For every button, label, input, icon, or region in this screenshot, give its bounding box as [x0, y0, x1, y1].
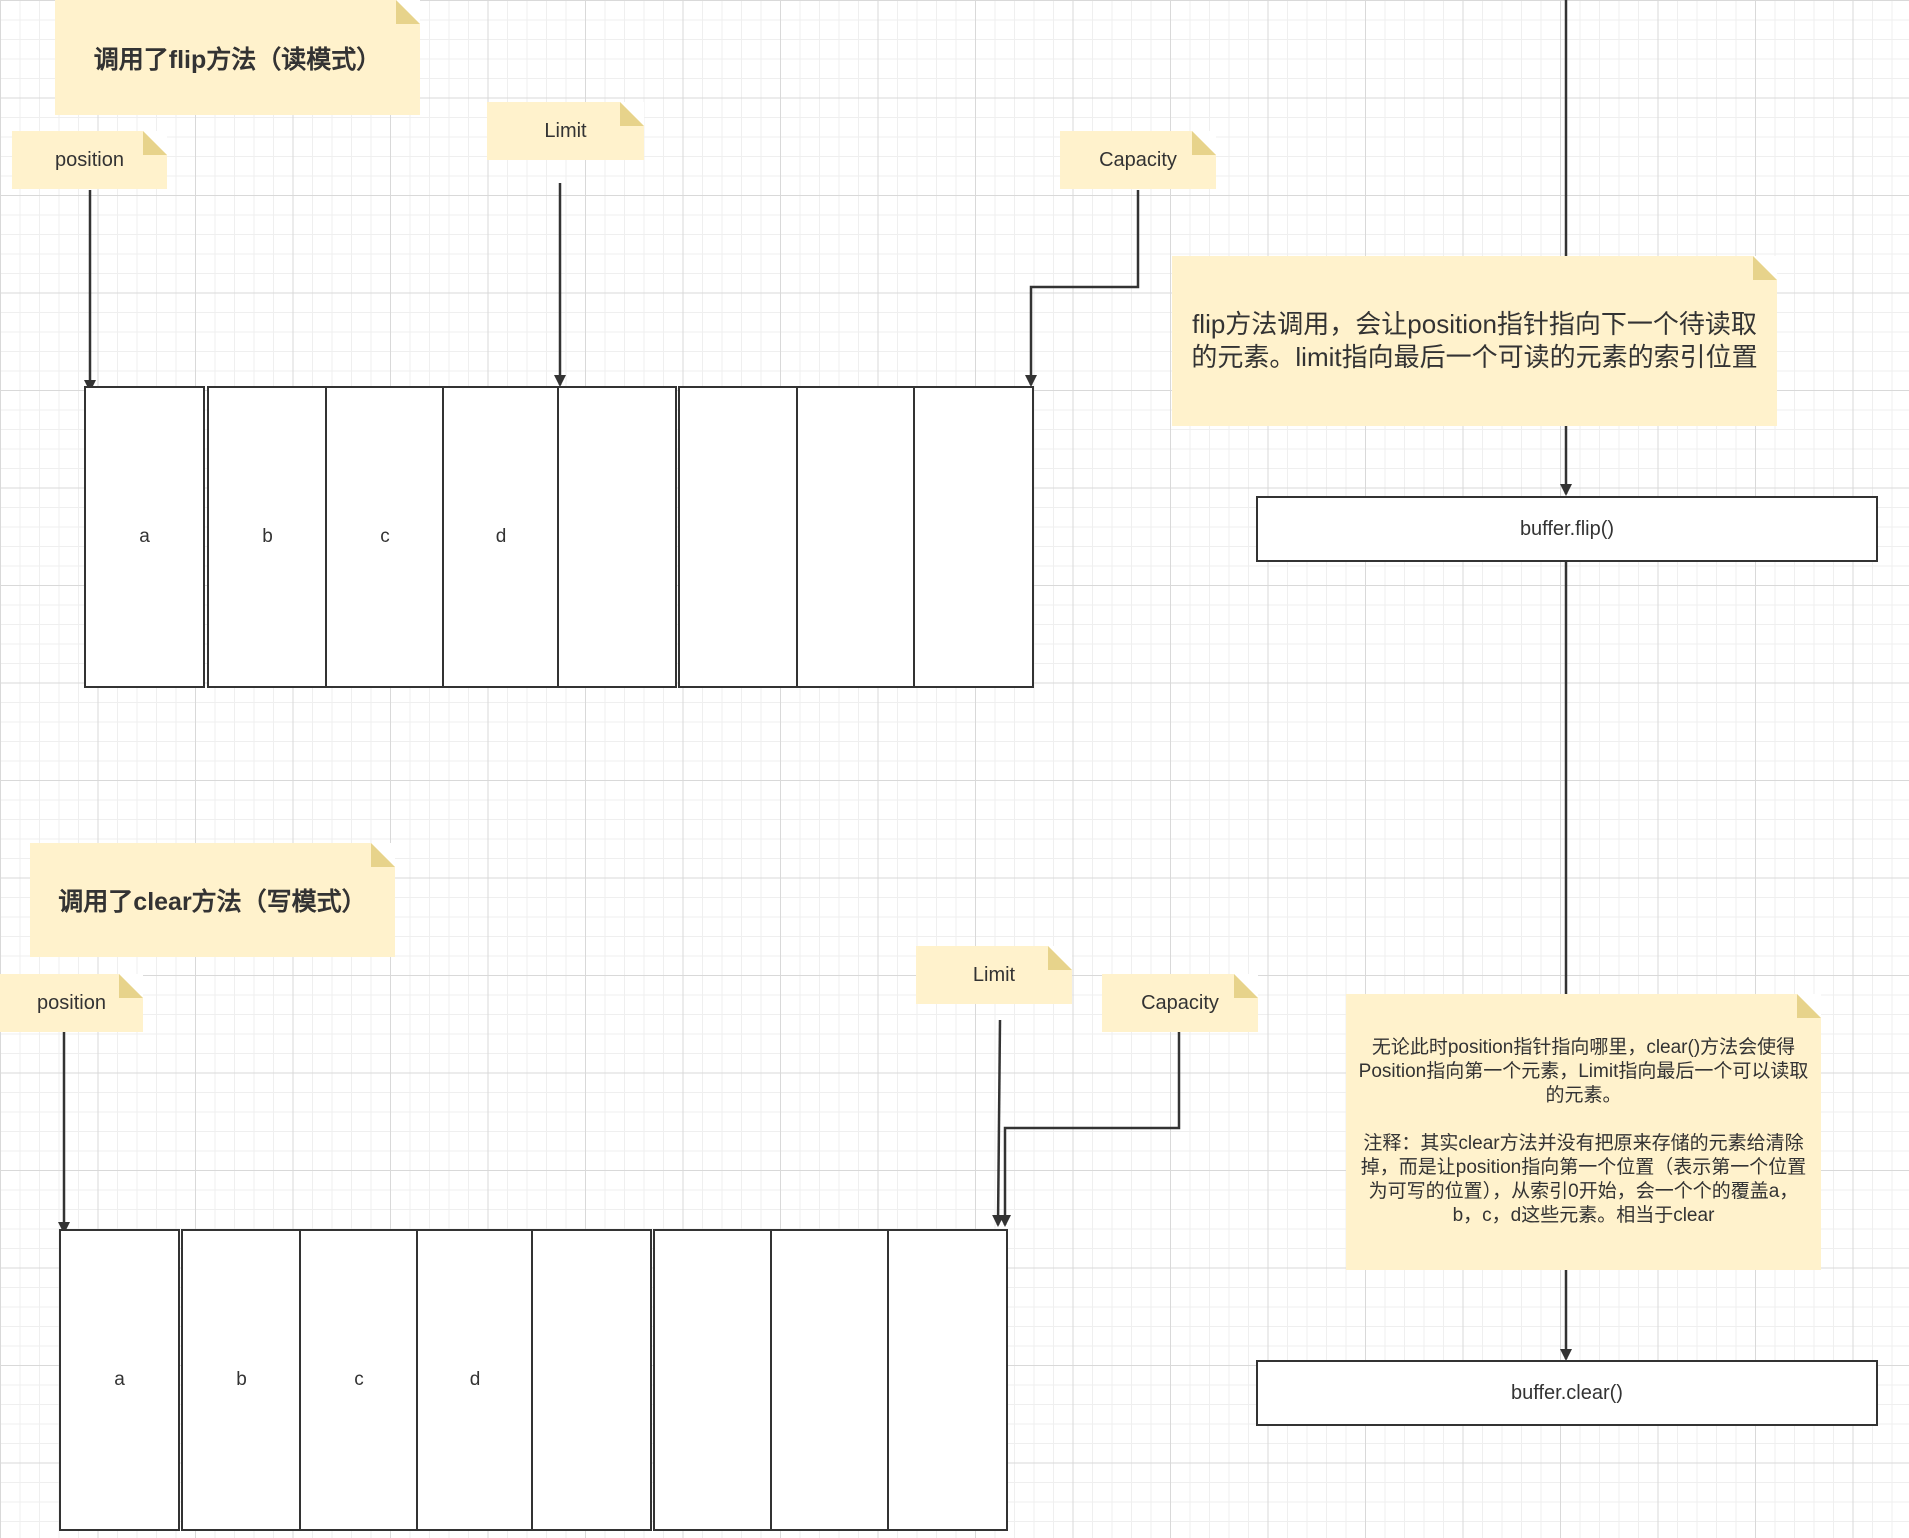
flip-buffer-cell	[913, 386, 1034, 688]
clear-buffer-cell	[531, 1229, 652, 1531]
flip-position-label-text: position	[55, 148, 124, 171]
clear-buffer-cell: c	[299, 1229, 419, 1531]
flip-buffer-cell: c	[325, 386, 445, 688]
buffer-clear-text: buffer.clear()	[1511, 1381, 1623, 1404]
cell-value: c	[354, 1369, 364, 1390]
flip-capacity-arrow	[1025, 190, 1140, 387]
flip-description-text: flip方法调用，会让position指针指向下一个待读取的元素。limit指向…	[1191, 309, 1758, 372]
clear-capacity-label: Capacity	[1102, 974, 1258, 1032]
cell-value: a	[114, 1369, 125, 1390]
cell-value: a	[139, 526, 150, 547]
clear-limit-label: Limit	[916, 946, 1072, 1004]
clear-limit-label-text: Limit	[972, 963, 1016, 986]
flip-buffer-cell: a	[84, 386, 205, 688]
clear-capacity-label-text: Capacity	[1141, 991, 1219, 1014]
flip-description-note: flip方法调用，会让position指针指向下一个待读取的元素。limit指向…	[1172, 256, 1777, 426]
buffer-flip-step: buffer.flip()	[1256, 496, 1878, 562]
clear-description-note: 无论此时position指针指向哪里，clear()方法会使得Position指…	[1346, 994, 1821, 1270]
cell-value: b	[262, 526, 273, 547]
clear-buffer-cell	[770, 1229, 890, 1531]
flip-buffer-cell: d	[442, 386, 560, 688]
flip-capacity-label-text: Capacity	[1099, 148, 1177, 171]
clear-position-label: position	[0, 974, 143, 1032]
clear-limit-arrow	[992, 1019, 1005, 1227]
flip-title-text: 调用了flip方法（读模式）	[93, 45, 382, 74]
clear-buffer-cell: d	[416, 1229, 534, 1531]
clear-buffer-cell	[653, 1229, 773, 1531]
clear-section-title: 调用了clear方法（写模式）	[30, 843, 395, 957]
clear-buffer-cell: b	[181, 1229, 302, 1531]
clear-buffer-cell: a	[59, 1229, 180, 1531]
cell-value: b	[236, 1369, 247, 1390]
clear-position-label-text: position	[37, 991, 106, 1014]
flip-capacity-label: Capacity	[1060, 131, 1216, 189]
flip-buffer-cell: b	[207, 386, 328, 688]
clear-buffer-cell	[887, 1229, 1008, 1531]
clear-title-text: 调用了clear方法（写模式）	[58, 888, 367, 916]
clear-description-line1: 无论此时position指针指向哪里，clear()方法会使得Position指…	[1358, 1037, 1809, 1106]
flip-buffer-cell	[557, 386, 677, 688]
clear-description-line2: 注释：其实clear方法并没有把原来存储的元素给清除掉，而是让position指…	[1360, 1133, 1807, 1226]
flip-limit-label-text: Limit	[544, 119, 587, 142]
flip-limit-label: Limit	[487, 102, 644, 160]
cell-value: d	[469, 1369, 481, 1390]
flip-position-label: position	[12, 131, 167, 189]
cell-value: c	[380, 526, 390, 547]
buffer-flip-text: buffer.flip()	[1519, 517, 1615, 540]
paragraph-gap	[1356, 1108, 1811, 1132]
flip-section-title: 调用了flip方法（读模式）	[55, 0, 420, 115]
buffer-clear-step: buffer.clear()	[1256, 1360, 1878, 1426]
flip-buffer-cell	[796, 386, 916, 688]
clear-description-body: 无论此时position指针指向哪里，clear()方法会使得Position指…	[1356, 1036, 1811, 1228]
cell-value: d	[495, 526, 507, 547]
clear-capacity-arrow	[999, 1032, 1181, 1227]
flip-buffer-cell	[678, 386, 799, 688]
